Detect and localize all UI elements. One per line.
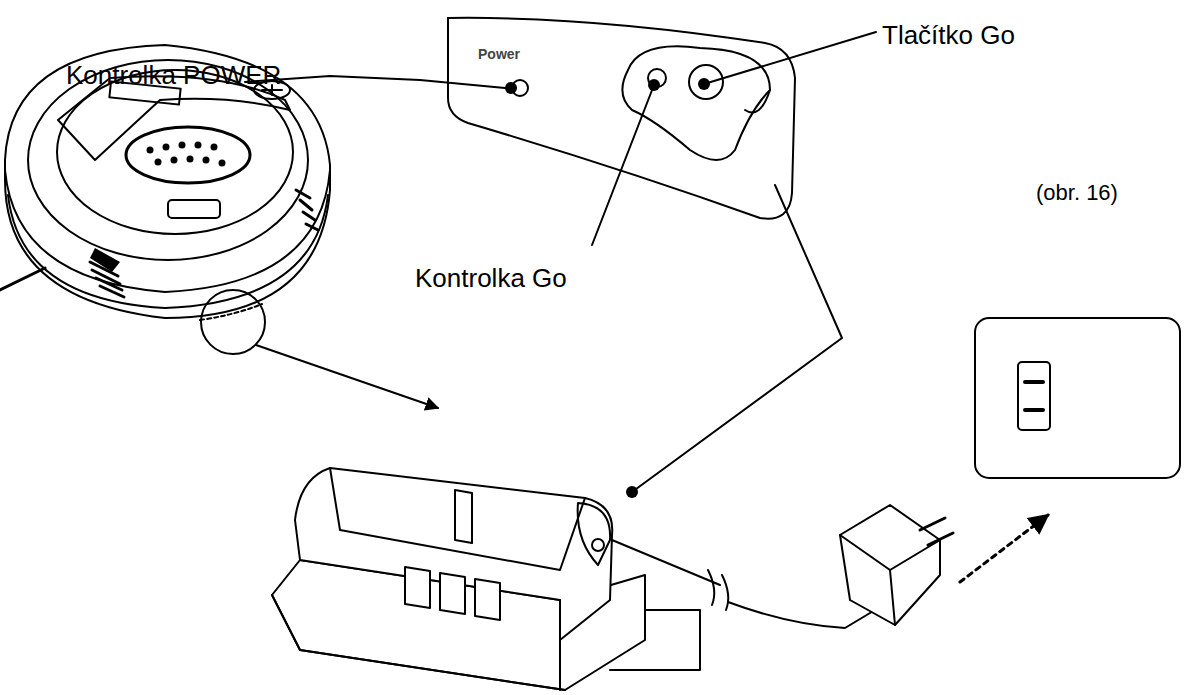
socket-slot	[1025, 382, 1043, 410]
panel-outline-path	[448, 18, 795, 219]
contact	[475, 579, 500, 620]
robot-lid	[57, 70, 293, 234]
dock-stand	[610, 610, 700, 670]
charging-dock	[272, 185, 842, 690]
go-button-area	[622, 46, 770, 160]
cable-break	[708, 570, 728, 610]
socket	[1018, 362, 1050, 430]
key	[187, 156, 194, 163]
control-panel-callout: Power	[440, 8, 800, 232]
key	[163, 144, 170, 151]
panel-text: Power	[478, 46, 520, 62]
contact	[440, 573, 465, 614]
adapter-prongs	[920, 518, 953, 545]
leader-line	[632, 185, 842, 492]
key	[179, 142, 186, 149]
go-button	[689, 65, 723, 99]
key	[147, 147, 154, 154]
dock-tower	[295, 468, 612, 640]
dock-contacts	[405, 567, 500, 620]
dock-edge	[330, 468, 585, 570]
robot-vent	[296, 190, 318, 230]
key	[211, 144, 218, 151]
part-label: Kontrolka POWER	[66, 62, 281, 88]
dock-go-button	[592, 539, 604, 551]
charging-contact	[200, 304, 262, 320]
robot-bumper-line	[8, 195, 328, 308]
wall-outlet	[975, 318, 1180, 478]
side-brush	[0, 268, 45, 290]
power-supply	[612, 318, 1180, 628]
key	[219, 160, 226, 167]
insert-arrow	[960, 515, 1048, 582]
contact	[405, 567, 430, 608]
leader-line	[704, 32, 876, 84]
key	[203, 157, 210, 164]
robot-top	[28, 60, 308, 260]
dock-panel	[578, 503, 610, 565]
robot-keypad	[126, 127, 250, 183]
robot-vent	[90, 262, 124, 297]
part-label: (obr. 16)	[1036, 182, 1118, 204]
key	[155, 159, 162, 166]
panel-outline	[440, 8, 800, 232]
leader-dot	[505, 82, 517, 94]
robot-small-button	[168, 200, 220, 218]
go-button-area	[745, 90, 770, 113]
dock-edge	[272, 595, 565, 690]
keypad-keys	[147, 142, 226, 167]
key	[195, 142, 202, 149]
leader-line	[245, 76, 505, 88]
adapter	[840, 505, 940, 625]
power-cable	[612, 540, 720, 585]
robot-body	[5, 45, 330, 318]
robot-vacuum	[0, 45, 438, 408]
adapter-edge	[840, 535, 940, 625]
key	[171, 157, 178, 164]
part-label: Kontrolka Go	[415, 265, 567, 291]
part-label: Tlačítko Go	[882, 22, 1015, 48]
robot-handle	[58, 76, 290, 160]
dock-slot	[455, 490, 472, 543]
panel-details	[245, 32, 876, 245]
leader-arrow	[256, 345, 438, 408]
